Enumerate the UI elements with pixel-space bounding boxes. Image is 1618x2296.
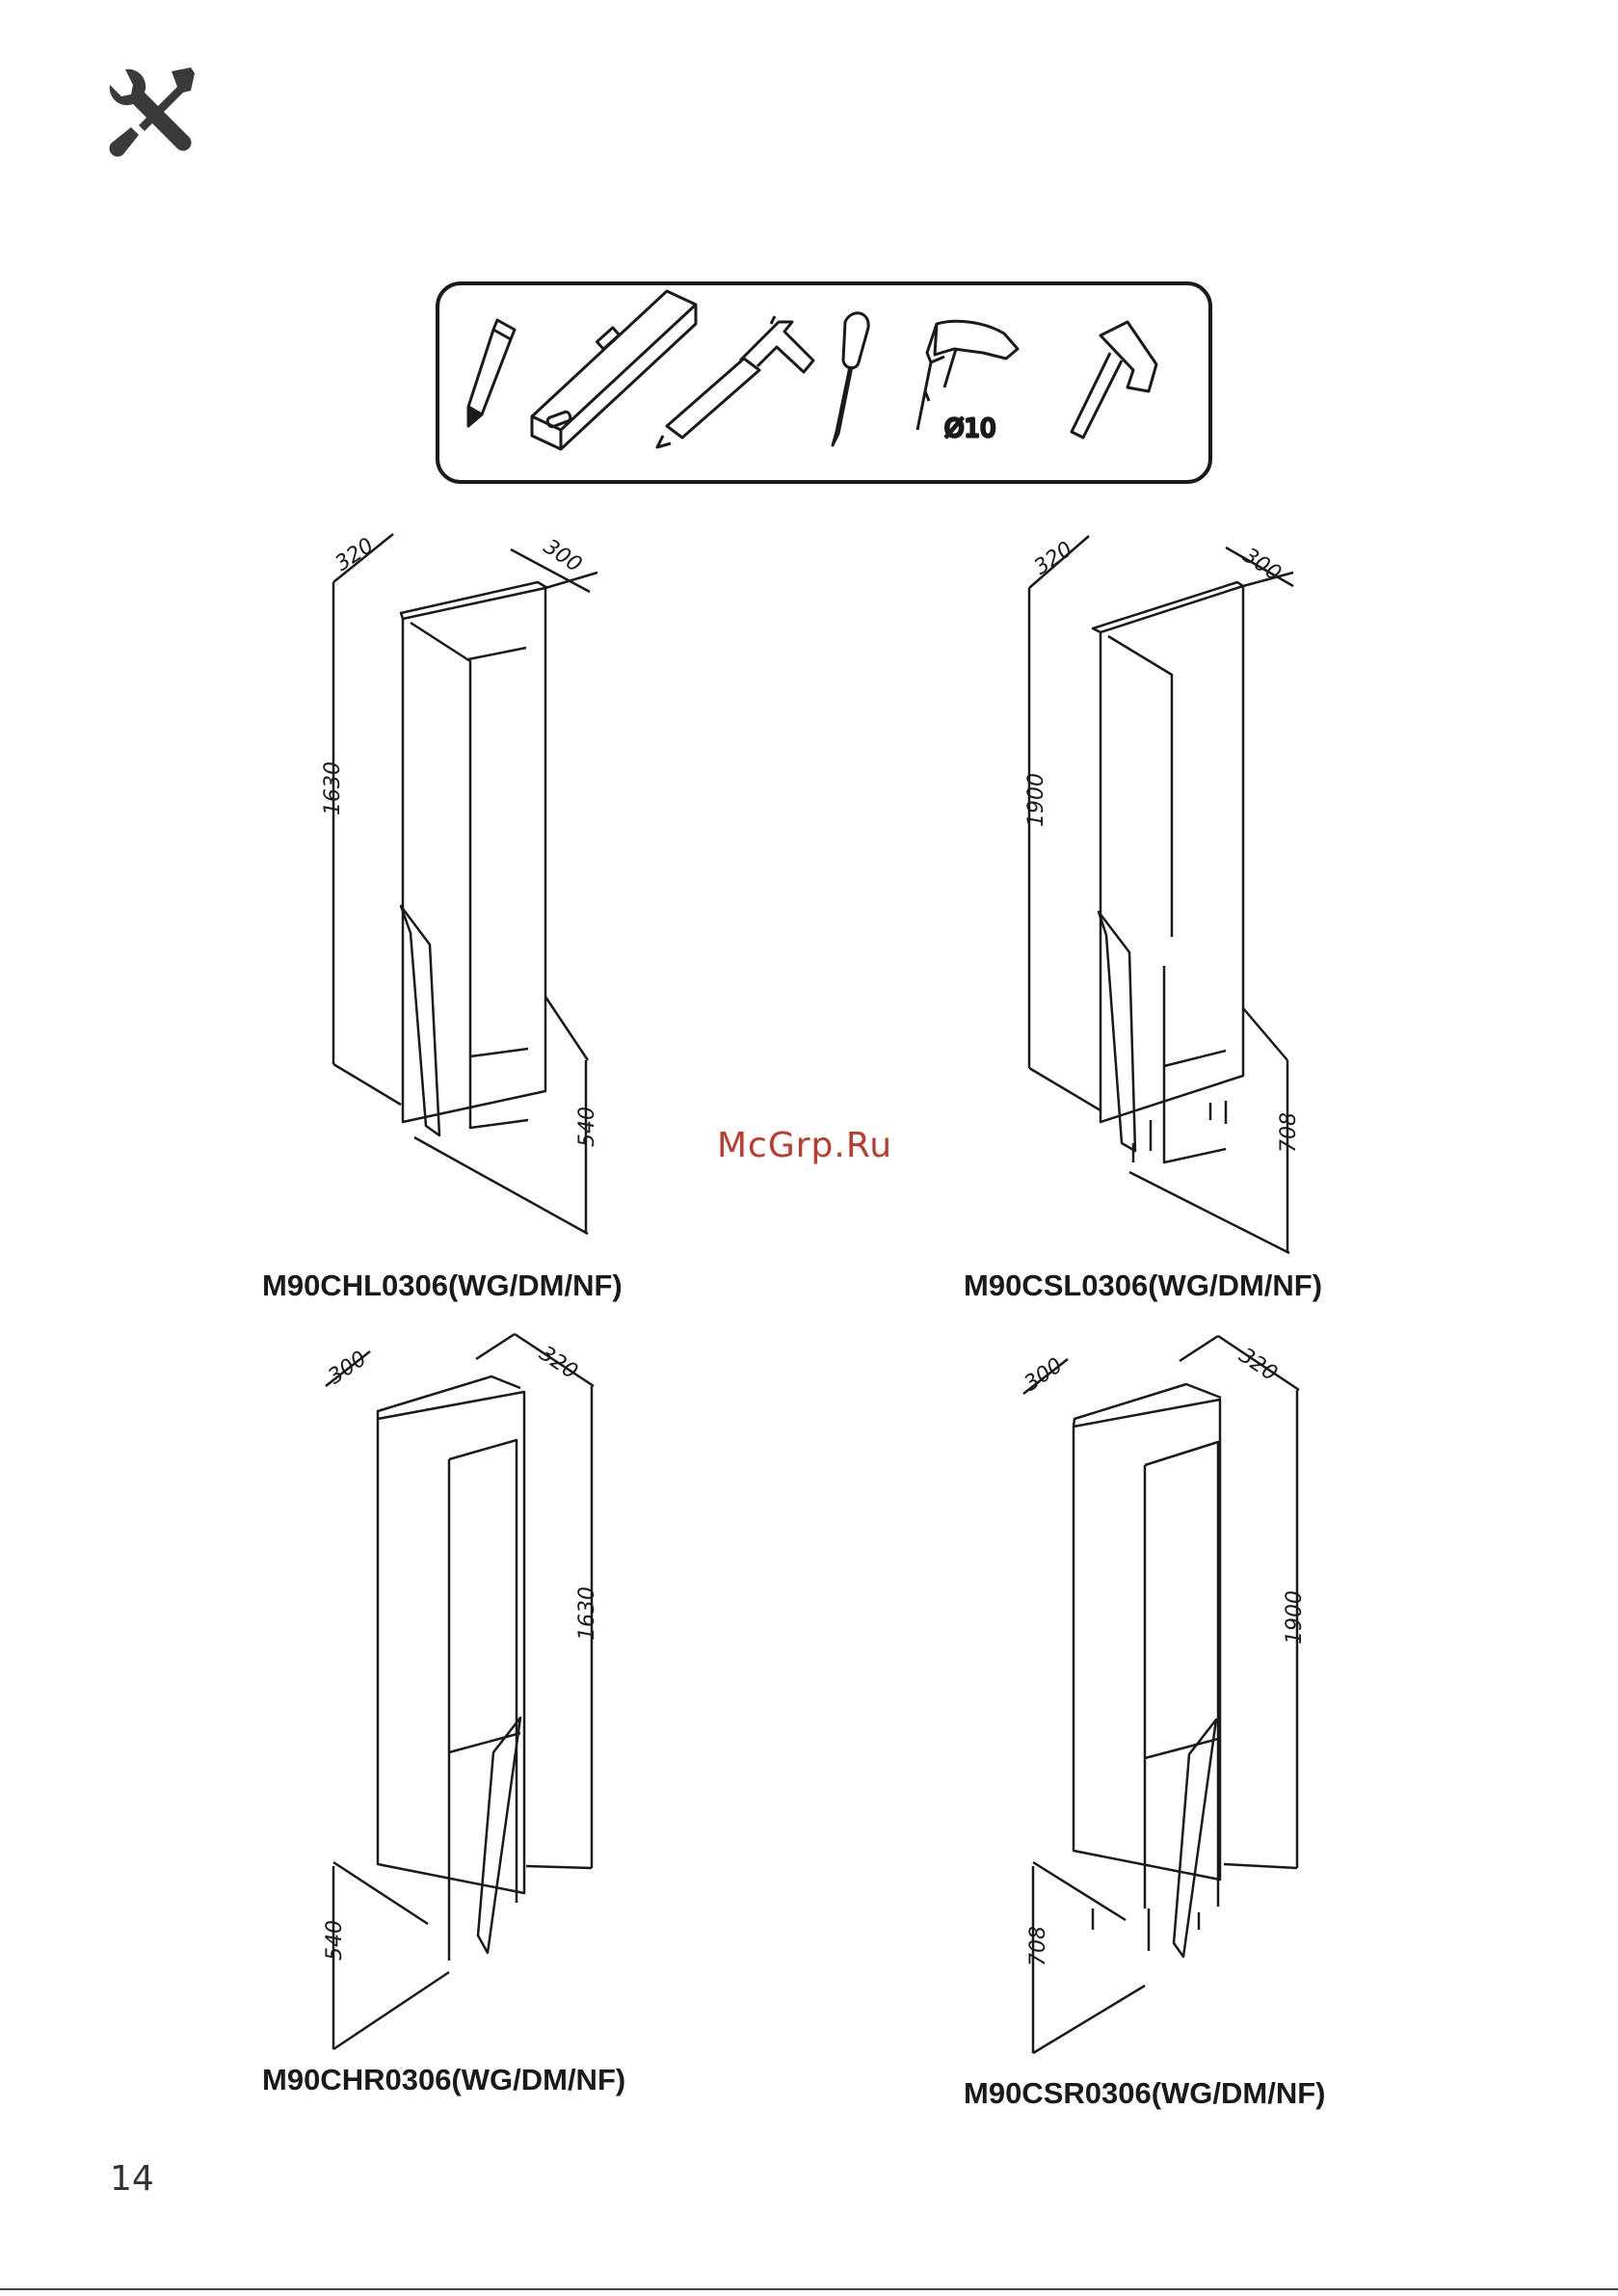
cab1-depth: 320 bbox=[332, 534, 379, 576]
model-label-2: M90CSL0306(WG/DM/NF) bbox=[964, 1268, 1322, 1303]
cabinet-drawing-4 bbox=[1023, 1336, 1299, 2053]
cab4-height: 1900 bbox=[1283, 1590, 1307, 1644]
cabinet-drawing-1 bbox=[333, 534, 597, 1234]
watermark: McGrp.Ru bbox=[717, 1126, 892, 1165]
cab1-width: 300 bbox=[539, 535, 586, 577]
model-label-4: M90CSR0306(WG/DM/NF) bbox=[964, 2076, 1326, 2111]
cab4-base: 708 bbox=[1026, 1926, 1050, 1966]
cab1-height: 1630 bbox=[321, 761, 345, 815]
cab3-depth: 320 bbox=[535, 1342, 582, 1384]
cab2-base: 708 bbox=[1277, 1112, 1301, 1153]
model-label-3: M90CHR0306(WG/DM/NF) bbox=[262, 2063, 625, 2097]
page-number: 14 bbox=[110, 2159, 154, 2199]
cab3-base: 540 bbox=[323, 1920, 347, 1961]
cab2-height: 1900 bbox=[1024, 773, 1048, 827]
cab2-depth: 320 bbox=[1030, 537, 1077, 579]
cab4-depth: 320 bbox=[1234, 1344, 1282, 1386]
cab3-height: 1630 bbox=[575, 1587, 599, 1641]
cabinet-drawing-2 bbox=[1029, 536, 1293, 1253]
model-label-1: M90CHL0306(WG/DM/NF) bbox=[262, 1268, 623, 1303]
cabinet-drawing-3 bbox=[326, 1334, 594, 2049]
cab1-base: 540 bbox=[575, 1107, 599, 1147]
bottom-rule bbox=[0, 2288, 1618, 2290]
